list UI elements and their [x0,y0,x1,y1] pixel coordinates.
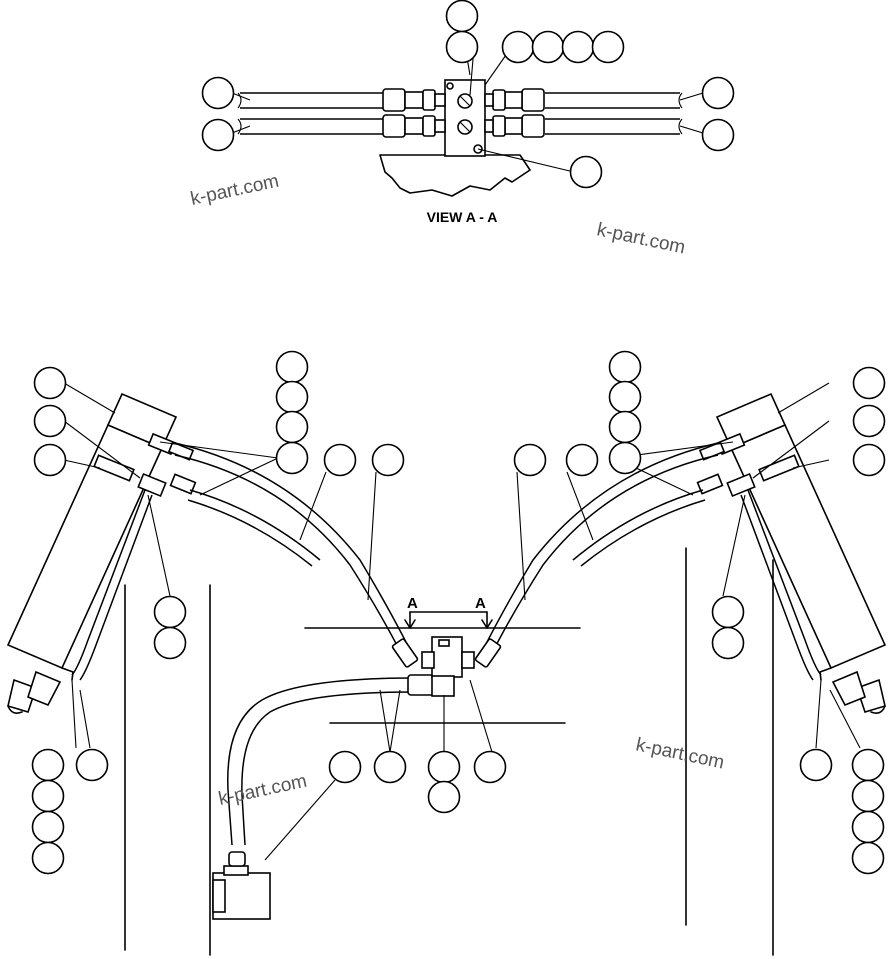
view-a-a-detail: VIEW A - A [231,28,704,225]
callout-bubbles [31,0,886,875]
callout-bubble [591,30,625,64]
callout-bubble [565,443,599,477]
callout-bubble [608,441,642,475]
callout-bubble [608,380,642,414]
callout-bubble [31,748,65,782]
callout-bubble [33,366,67,400]
watermark-1: k-part.com [189,171,281,210]
callout-bubble [275,410,309,444]
frame-outline [124,547,774,956]
callout-bubble [201,76,235,110]
callout-bubble [473,750,507,784]
leader-lines [63,382,861,861]
callout-bubble [275,380,309,414]
callout-bubble [531,30,565,64]
section-mark-right: A [475,595,486,612]
callout-bubble [427,780,461,814]
callout-bubble [323,443,357,477]
callout-bubble [501,30,535,64]
callout-bubble [711,626,745,660]
watermark-3: k-part.com [634,734,726,773]
callout-bubble [31,810,65,844]
callout-bubble [799,748,833,782]
pump-unit [212,851,271,920]
callout-bubble [328,750,362,784]
callout-bubble [275,441,309,475]
watermarks: k-part.com k-part.com k-part.com k-part.… [189,171,726,810]
callout-bubble [711,595,745,629]
callout-bubble [608,350,642,384]
callout-bubble [445,0,479,33]
callout-bubble [851,810,885,844]
callout-bubble [153,626,187,660]
callout-bubble [851,748,885,782]
callout-bubble [373,750,407,784]
callout-bubble [852,443,886,477]
callout-bubble [701,76,735,110]
callout-bubble [608,410,642,444]
left-lift-cylinder [6,392,197,714]
callout-bubble [852,366,886,400]
watermark-4: k-part.com [217,771,309,810]
callout-bubble [851,841,885,875]
callout-bubble [275,350,309,384]
right-lift-cylinder [696,392,887,714]
callout-bubble [371,443,405,477]
hydraulic-hoses [174,442,719,846]
callout-bubble [31,779,65,813]
callout-bubble [33,404,67,438]
callout-bubble [31,841,65,875]
center-manifold: A A [404,595,493,697]
callout-bubble [75,748,109,782]
callout-bubble [33,443,67,477]
callout-bubble [569,155,603,189]
view-caption: VIEW A - A [427,209,498,225]
watermark-2: k-part.com [595,219,687,258]
callout-bubble [561,30,595,64]
callout-bubble [513,443,547,477]
callout-bubble [201,118,235,152]
callout-bubble [427,750,461,784]
callout-bubble [153,595,187,629]
callout-bubble [851,779,885,813]
section-mark-left: A [407,595,418,612]
callout-bubble [701,118,735,152]
callout-bubble [445,30,479,64]
callout-bubble [852,404,886,438]
